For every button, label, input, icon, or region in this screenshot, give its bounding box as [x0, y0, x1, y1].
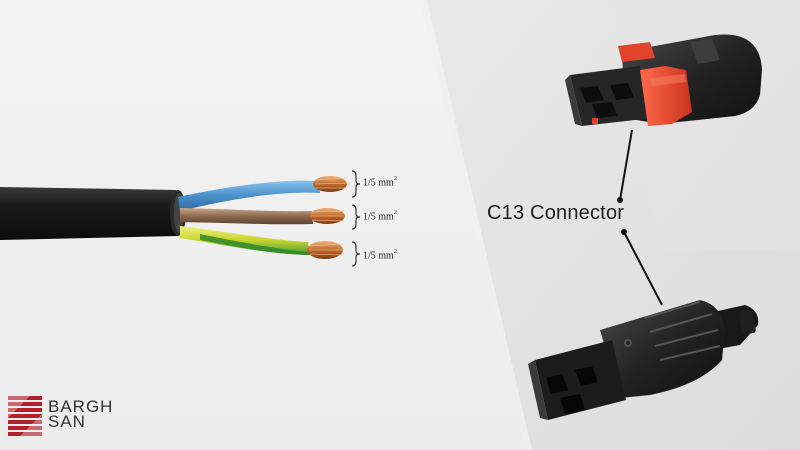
copper-tip-1 — [313, 176, 350, 192]
wire-spec-size: 1/5 — [363, 211, 376, 223]
brace-3 — [351, 241, 361, 267]
wire-spec-unit: mm — [378, 177, 394, 189]
wire-spec-exponent: 2 — [393, 249, 397, 255]
c13-rewireable-connector-photo — [528, 300, 759, 420]
blue-wire — [178, 180, 320, 211]
brace-1 — [351, 170, 361, 198]
brand-line-1: BARGH — [48, 397, 114, 416]
wire-spec-2: 1/5 mm2 — [363, 210, 397, 223]
pointer-line-top — [619, 129, 633, 201]
wire-spec-size: 1/5 — [363, 250, 376, 262]
diagonal-highlight — [420, 0, 532, 450]
connector-label: C13 Connector — [487, 202, 625, 224]
wire-spec-unit: mm — [378, 250, 394, 262]
brand-wordmark: BARGH SAN — [48, 397, 114, 431]
brown-wire — [180, 208, 313, 225]
bargh-san-logo-mark — [8, 396, 42, 436]
cable-jacket — [0, 187, 186, 240]
wire-spec-unit: mm — [378, 211, 394, 223]
green-yellow-wire — [180, 226, 310, 255]
wire-spec-3: 1/5 mm2 — [363, 249, 397, 262]
wire-spec-1: 1/5 mm2 — [363, 176, 397, 189]
wire-spec-exponent: 2 — [393, 176, 397, 182]
wire-spec-size: 1/5 — [363, 177, 376, 189]
wire-spec-exponent: 2 — [393, 210, 397, 216]
brand-line-2: SAN — [48, 412, 86, 431]
pointer-dot-top — [617, 197, 623, 203]
copper-tip-3 — [307, 241, 344, 259]
green-stripe — [200, 234, 309, 255]
c13-locking-connector-photo — [565, 34, 762, 126]
brace-2 — [351, 204, 361, 230]
copper-tip-2 — [309, 208, 346, 224]
pointer-line-bottom — [623, 231, 663, 306]
